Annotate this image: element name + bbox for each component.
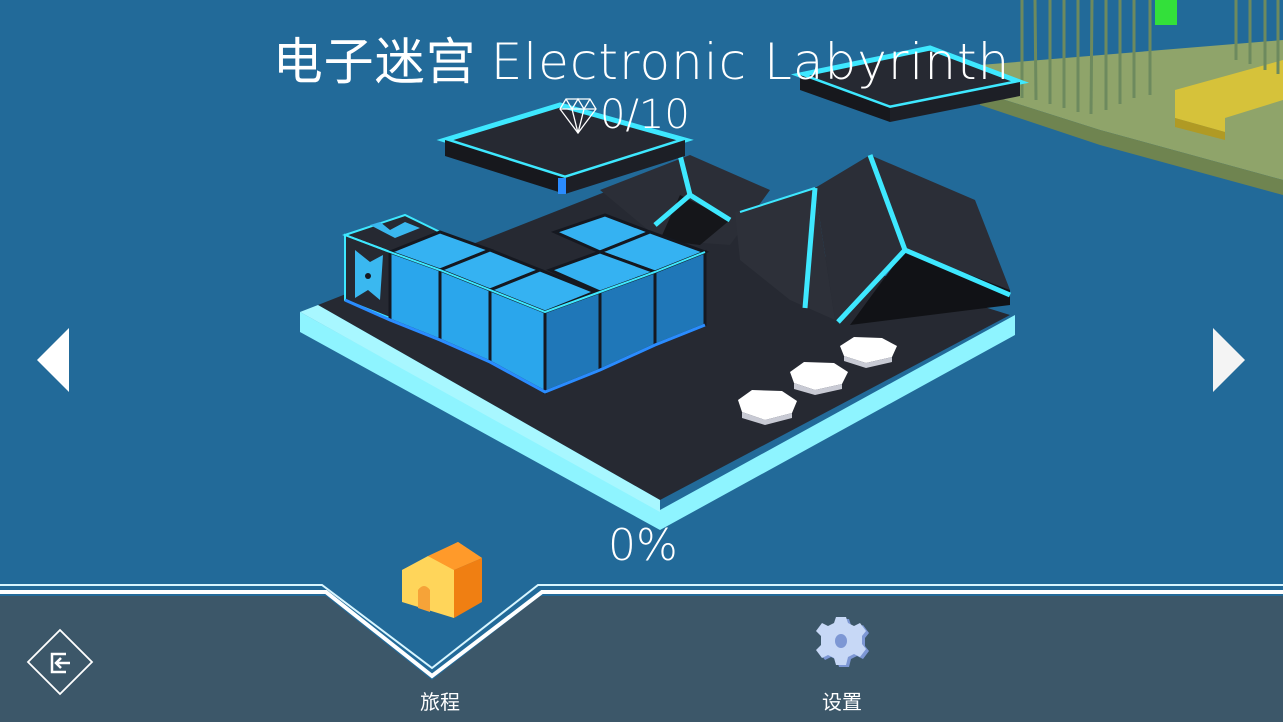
- nav-journey[interactable]: 旅程: [410, 686, 470, 715]
- diamond-outline-icon: [559, 97, 597, 135]
- blue-cube-wall: [342, 213, 710, 395]
- gem-counter: 0/10: [558, 92, 690, 138]
- bottom-bar: [0, 584, 1283, 722]
- gear-icon[interactable]: [812, 613, 870, 671]
- level-title-en: Electronic Labyrinth: [490, 33, 1011, 91]
- next-level-arrow[interactable]: [1213, 328, 1245, 392]
- pyramid-walls: [600, 154, 1011, 325]
- nav-settings-label: 设置: [822, 690, 862, 714]
- exit-icon: [26, 628, 94, 696]
- previous-level-arrow[interactable]: [37, 328, 69, 392]
- nav-journey-label: 旅程: [420, 690, 460, 714]
- nav-settings[interactable]: 设置: [812, 686, 872, 715]
- home-icon[interactable]: [398, 538, 484, 624]
- floating-platform-left: [436, 102, 694, 194]
- exit-button[interactable]: [26, 628, 94, 696]
- level-progress: 0%: [608, 520, 678, 571]
- gem-count: 0/10: [600, 92, 690, 138]
- hexagon-pads: [738, 337, 897, 425]
- level-title-cn: 电子迷宫: [272, 33, 477, 91]
- floating-platform-right: [790, 45, 1030, 122]
